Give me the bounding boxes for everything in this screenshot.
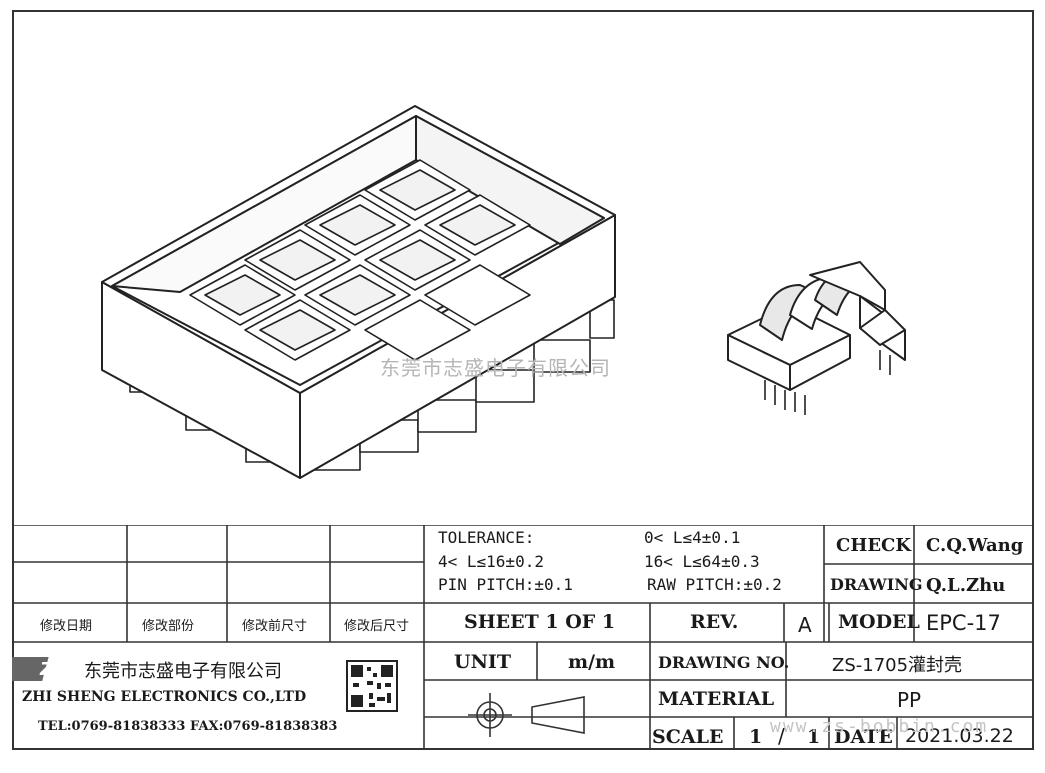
model-label: MODEL <box>838 611 920 633</box>
date-value: 2021.03.22 <box>905 725 1014 747</box>
company-contact: TEL:0769-81838333 FAX:0769-81838383 <box>38 719 338 734</box>
sheet-label: SHEET 1 OF 1 <box>464 611 616 633</box>
date-label: DATE <box>834 726 893 748</box>
material-value: PP <box>897 688 922 712</box>
rev-header-date: 修改日期 <box>40 619 93 634</box>
scale-slash: / <box>778 724 785 748</box>
rev-header-before: 修改前尺寸 <box>242 619 308 634</box>
company-name-en: ZHI SHENG ELECTRONICS CO.,LTD <box>22 689 307 705</box>
unit-value: m/m <box>568 651 616 673</box>
potting-case-drawing <box>101 105 616 479</box>
drawing-frame <box>12 10 1034 750</box>
model-value: EPC-17 <box>926 611 1001 635</box>
drawing-area <box>101 105 906 479</box>
unit-label: UNIT <box>454 651 511 673</box>
drawing-label: DRAWING <box>830 575 923 594</box>
scale-value-2: 1 <box>807 726 821 748</box>
bobbin-drawing <box>727 261 906 415</box>
drawing-no-label: DRAWING NO. <box>658 653 790 672</box>
rev-header-after: 修改后尺寸 <box>344 619 410 634</box>
tolerance-range-2: 4< L≤16±0.2 <box>438 552 544 571</box>
company-logo-icon <box>12 657 49 681</box>
scale-label: SCALE <box>652 726 724 748</box>
check-value: C.Q.Wang <box>926 535 1024 556</box>
rev-value: A <box>798 613 812 637</box>
company-name-cn: 东莞市志盛电子有限公司 <box>84 661 282 682</box>
title-block: 修改日期 修改部份 修改前尺寸 修改后尺寸 TOLERANCE: 0< L≤4±… <box>12 525 1034 750</box>
raw-pitch: RAW PITCH:±0.2 <box>647 575 782 594</box>
rev-label: REV. <box>690 611 739 633</box>
drawing-no-value: ZS-1705灌封壳 <box>832 655 963 676</box>
watermark-company: 东莞市志盛电子有限公司 <box>380 356 611 380</box>
scale-value-1: 1 <box>749 726 763 748</box>
watermark-url: www.zs-bobbin.com <box>770 716 989 737</box>
rev-header-part: 修改部份 <box>142 619 195 634</box>
drawing-value: Q.L.Zhu <box>926 575 1006 596</box>
first-angle-projection-icon <box>468 693 585 737</box>
tolerance-label: TOLERANCE: <box>438 528 535 547</box>
check-label: CHECK <box>836 535 912 556</box>
pin-pitch: PIN PITCH:±0.1 <box>438 575 573 594</box>
tolerance-range-1: 0< L≤4±0.1 <box>644 528 741 547</box>
qr-code-icon <box>346 660 398 712</box>
company-logo-text: ZS <box>40 659 67 680</box>
material-label: MATERIAL <box>658 688 775 710</box>
tolerance-range-3: 16< L≤64±0.3 <box>644 552 760 571</box>
